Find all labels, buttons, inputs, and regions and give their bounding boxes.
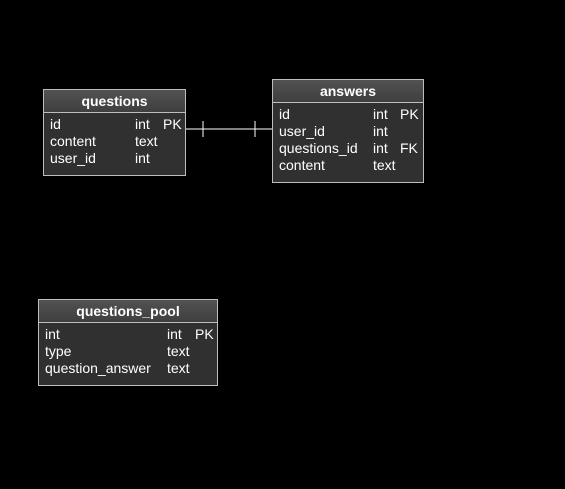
- column-key: FK: [400, 140, 418, 156]
- column-name: questions_id: [279, 140, 358, 156]
- column-name: id: [279, 106, 290, 122]
- entity-title: questions_pool: [39, 300, 217, 323]
- column-row-questions-id: questions_id int FK: [273, 140, 423, 157]
- column-type: int: [167, 326, 182, 342]
- column-key: PK: [400, 106, 419, 122]
- column-type: int: [373, 123, 388, 139]
- column-name: id: [50, 116, 61, 132]
- entity-questions-pool[interactable]: questions_pool int int PK type text ques…: [38, 299, 218, 386]
- entity-columns: int int PK type text question_answer tex…: [39, 323, 217, 377]
- column-row-type: type text: [39, 343, 217, 360]
- entity-title: questions: [44, 90, 185, 113]
- column-key: PK: [195, 326, 214, 342]
- column-row-id: id int PK: [273, 106, 423, 123]
- column-row-user-id: user_id int: [273, 123, 423, 140]
- column-name: content: [50, 133, 96, 149]
- column-row-content: content text: [44, 133, 185, 150]
- column-type: int: [373, 140, 388, 156]
- column-name: question_answer: [45, 360, 151, 376]
- entity-columns: id int PK user_id int questions_id int F…: [273, 103, 423, 174]
- column-type: text: [373, 157, 396, 173]
- column-type: text: [167, 360, 190, 376]
- column-name: type: [45, 343, 72, 359]
- entity-title: answers: [273, 80, 423, 103]
- column-row-question-answer: question_answer text: [39, 360, 217, 377]
- column-name: user_id: [279, 123, 325, 139]
- entity-questions[interactable]: questions id int PK content text user_id…: [43, 89, 186, 176]
- column-name: user_id: [50, 150, 96, 166]
- entity-columns: id int PK content text user_id int: [44, 113, 185, 167]
- column-row-user-id: user_id int: [44, 150, 185, 167]
- column-type: text: [167, 343, 190, 359]
- column-row-int: int int PK: [39, 326, 217, 343]
- column-key: PK: [163, 116, 182, 132]
- column-type: text: [135, 133, 158, 149]
- entity-answers[interactable]: answers id int PK user_id int questions_…: [272, 79, 424, 183]
- column-type: int: [373, 106, 388, 122]
- column-name: int: [45, 326, 60, 342]
- column-row-content: content text: [273, 157, 423, 174]
- column-row-id: id int PK: [44, 116, 185, 133]
- column-type: int: [135, 150, 150, 166]
- relationship-questions-answers[interactable]: [186, 121, 272, 137]
- column-type: int: [135, 116, 150, 132]
- column-name: content: [279, 157, 325, 173]
